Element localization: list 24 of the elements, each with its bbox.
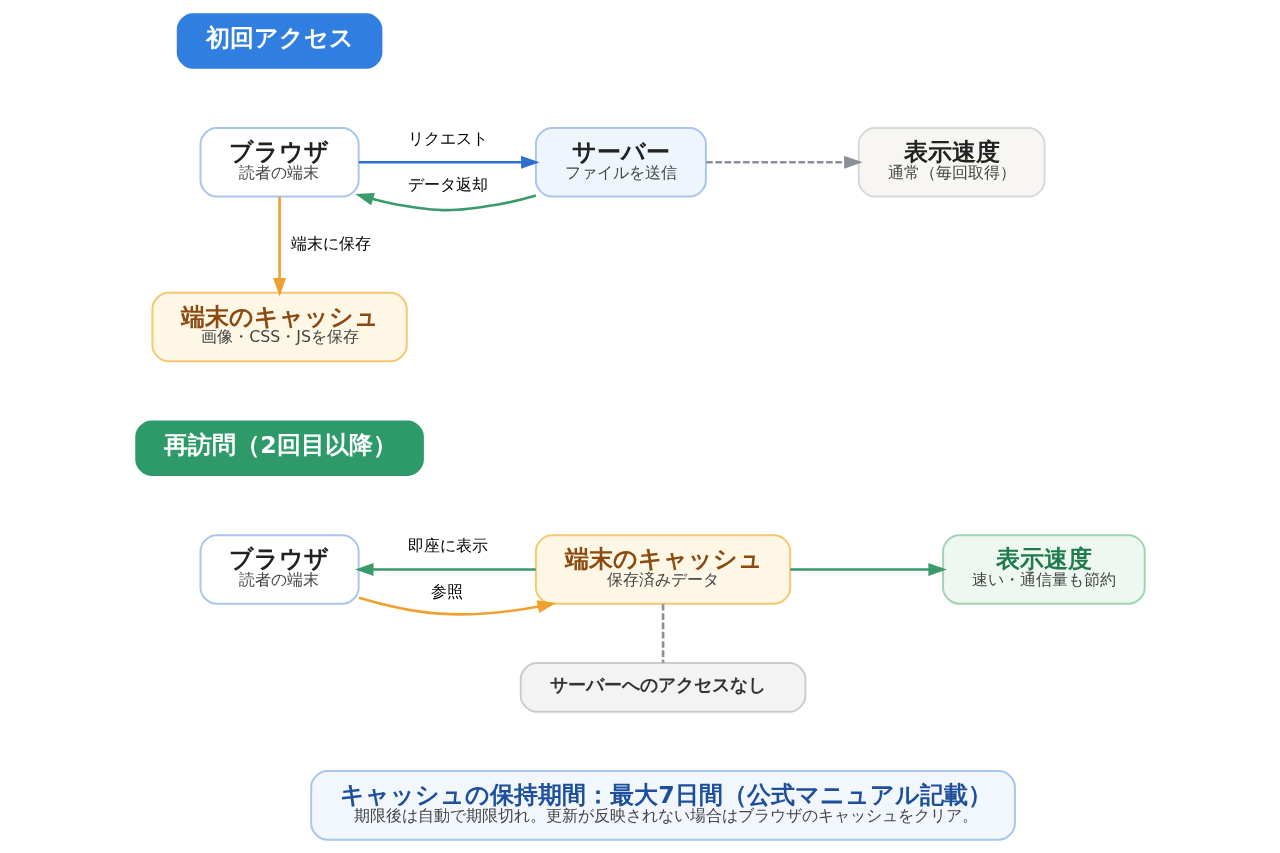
node-box: 表示速度 通常（毎回取得） — [857, 127, 1046, 198]
node-box: 端末のキャッシュ 保存済みデータ — [534, 534, 792, 605]
arrow — [790, 563, 947, 576]
edge-label: 端末に保存 — [290, 234, 371, 254]
arrow — [358, 155, 540, 169]
node-box: ブラウザ 読者の端末 — [199, 127, 360, 198]
edge-label: 参照 — [431, 582, 464, 602]
arrow — [358, 596, 556, 616]
arrow — [355, 192, 537, 212]
node-box: 初回アクセス — [176, 13, 383, 69]
edge-label: 即座に表示 — [407, 536, 488, 556]
arrow — [355, 563, 536, 576]
node-box: 端末のキャッシュ 画像・CSS・JSを保存 — [151, 291, 408, 363]
arrow — [706, 155, 863, 169]
node-box: 表示速度 速い・通信量も節約 — [942, 534, 1146, 605]
edge-label: データ返却 — [407, 175, 488, 195]
edge-label: リクエスト — [407, 128, 488, 148]
node-box: ブラウザ 読者の端末 — [199, 534, 360, 605]
node-box: キャッシュの保持期間：最大7日間（公式マニュアル記載） 期限後は自動で期限切れ。更新が反映されない場合はブラウザのキャッシュをクリア。 — [310, 770, 1016, 841]
node-box: サーバーへのアクセスなし — [519, 662, 807, 713]
connector — [661, 604, 665, 663]
node-box: サーバー ファイルを送信 — [534, 127, 707, 198]
arrow — [273, 196, 287, 297]
node-box: 再訪問（2回目以降） — [135, 420, 424, 476]
